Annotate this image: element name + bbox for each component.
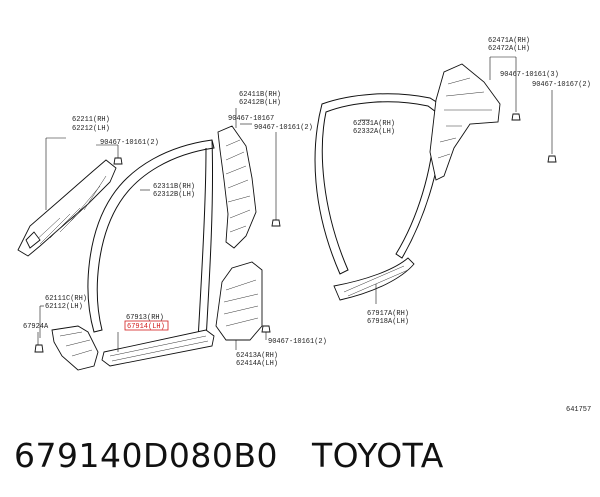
cowl-side-trim-part [51, 325, 99, 371]
clip-icon [34, 344, 44, 353]
highlight-box [124, 320, 169, 331]
part-label: 62211(RH) [72, 116, 110, 124]
part-label: 90467-10161(2) [100, 139, 159, 147]
part-label: 67913(RH) [126, 314, 164, 322]
part-number: 679140D080B0 [14, 436, 279, 475]
part-label: 67924A [23, 323, 49, 331]
part-label: 62471A(RH) [488, 37, 530, 45]
clip-icon [511, 113, 521, 121]
part-label: 90467-10167(2) [532, 81, 591, 89]
part-label: 90467-10161(2) [254, 124, 313, 132]
part-label: 67917A(RH) [367, 310, 409, 318]
part-label: 62332A(LH) [353, 128, 395, 136]
roof-side-garnish-part [429, 63, 501, 181]
part-label: 62212(LH) [72, 125, 110, 133]
part-label: 62111C(RH) [45, 295, 87, 303]
brand-name: TOYOTA [312, 436, 444, 475]
part-label: 90467-10161(2) [268, 338, 327, 346]
highlighted-part-label[interactable]: 67914(LH) [127, 323, 165, 331]
part-label: 90467-10167 [228, 115, 274, 123]
caption: 679140D080B0 TOYOTA [14, 436, 444, 475]
front-scuff-plate-part [101, 329, 215, 367]
part-label: 62331A(RH) [353, 120, 395, 128]
part-label: 90467-10161(3) [500, 71, 559, 79]
part-label: 62413A(RH) [236, 352, 278, 360]
clip-icon [261, 325, 271, 333]
center-pillar-lower-garnish-part [215, 261, 263, 341]
part-label: 62112(LH) [45, 303, 83, 311]
center-pillar-upper-garnish-part [217, 125, 257, 249]
part-label: 62472A(LH) [488, 45, 530, 53]
clip-icon [113, 157, 123, 165]
clip-icon [547, 155, 557, 163]
part-label: 62411B(RH) [239, 91, 281, 99]
diagram-id: 641757 [566, 406, 591, 414]
part-label: 62414A(LH) [236, 360, 278, 368]
part-label: 62311B(RH) [153, 183, 195, 191]
part-label: 67918A(LH) [367, 318, 409, 326]
rear-scuff-plate-part [333, 257, 415, 301]
part-label: 62312B(LH) [153, 191, 195, 199]
front-pillar-garnish-part [17, 159, 117, 257]
parts-diagram: 62211(RH) 62212(LH) 90467-10161(2) 62311… [17, 37, 591, 414]
clip-icon [271, 219, 281, 227]
part-label: 62412B(LH) [239, 99, 281, 107]
